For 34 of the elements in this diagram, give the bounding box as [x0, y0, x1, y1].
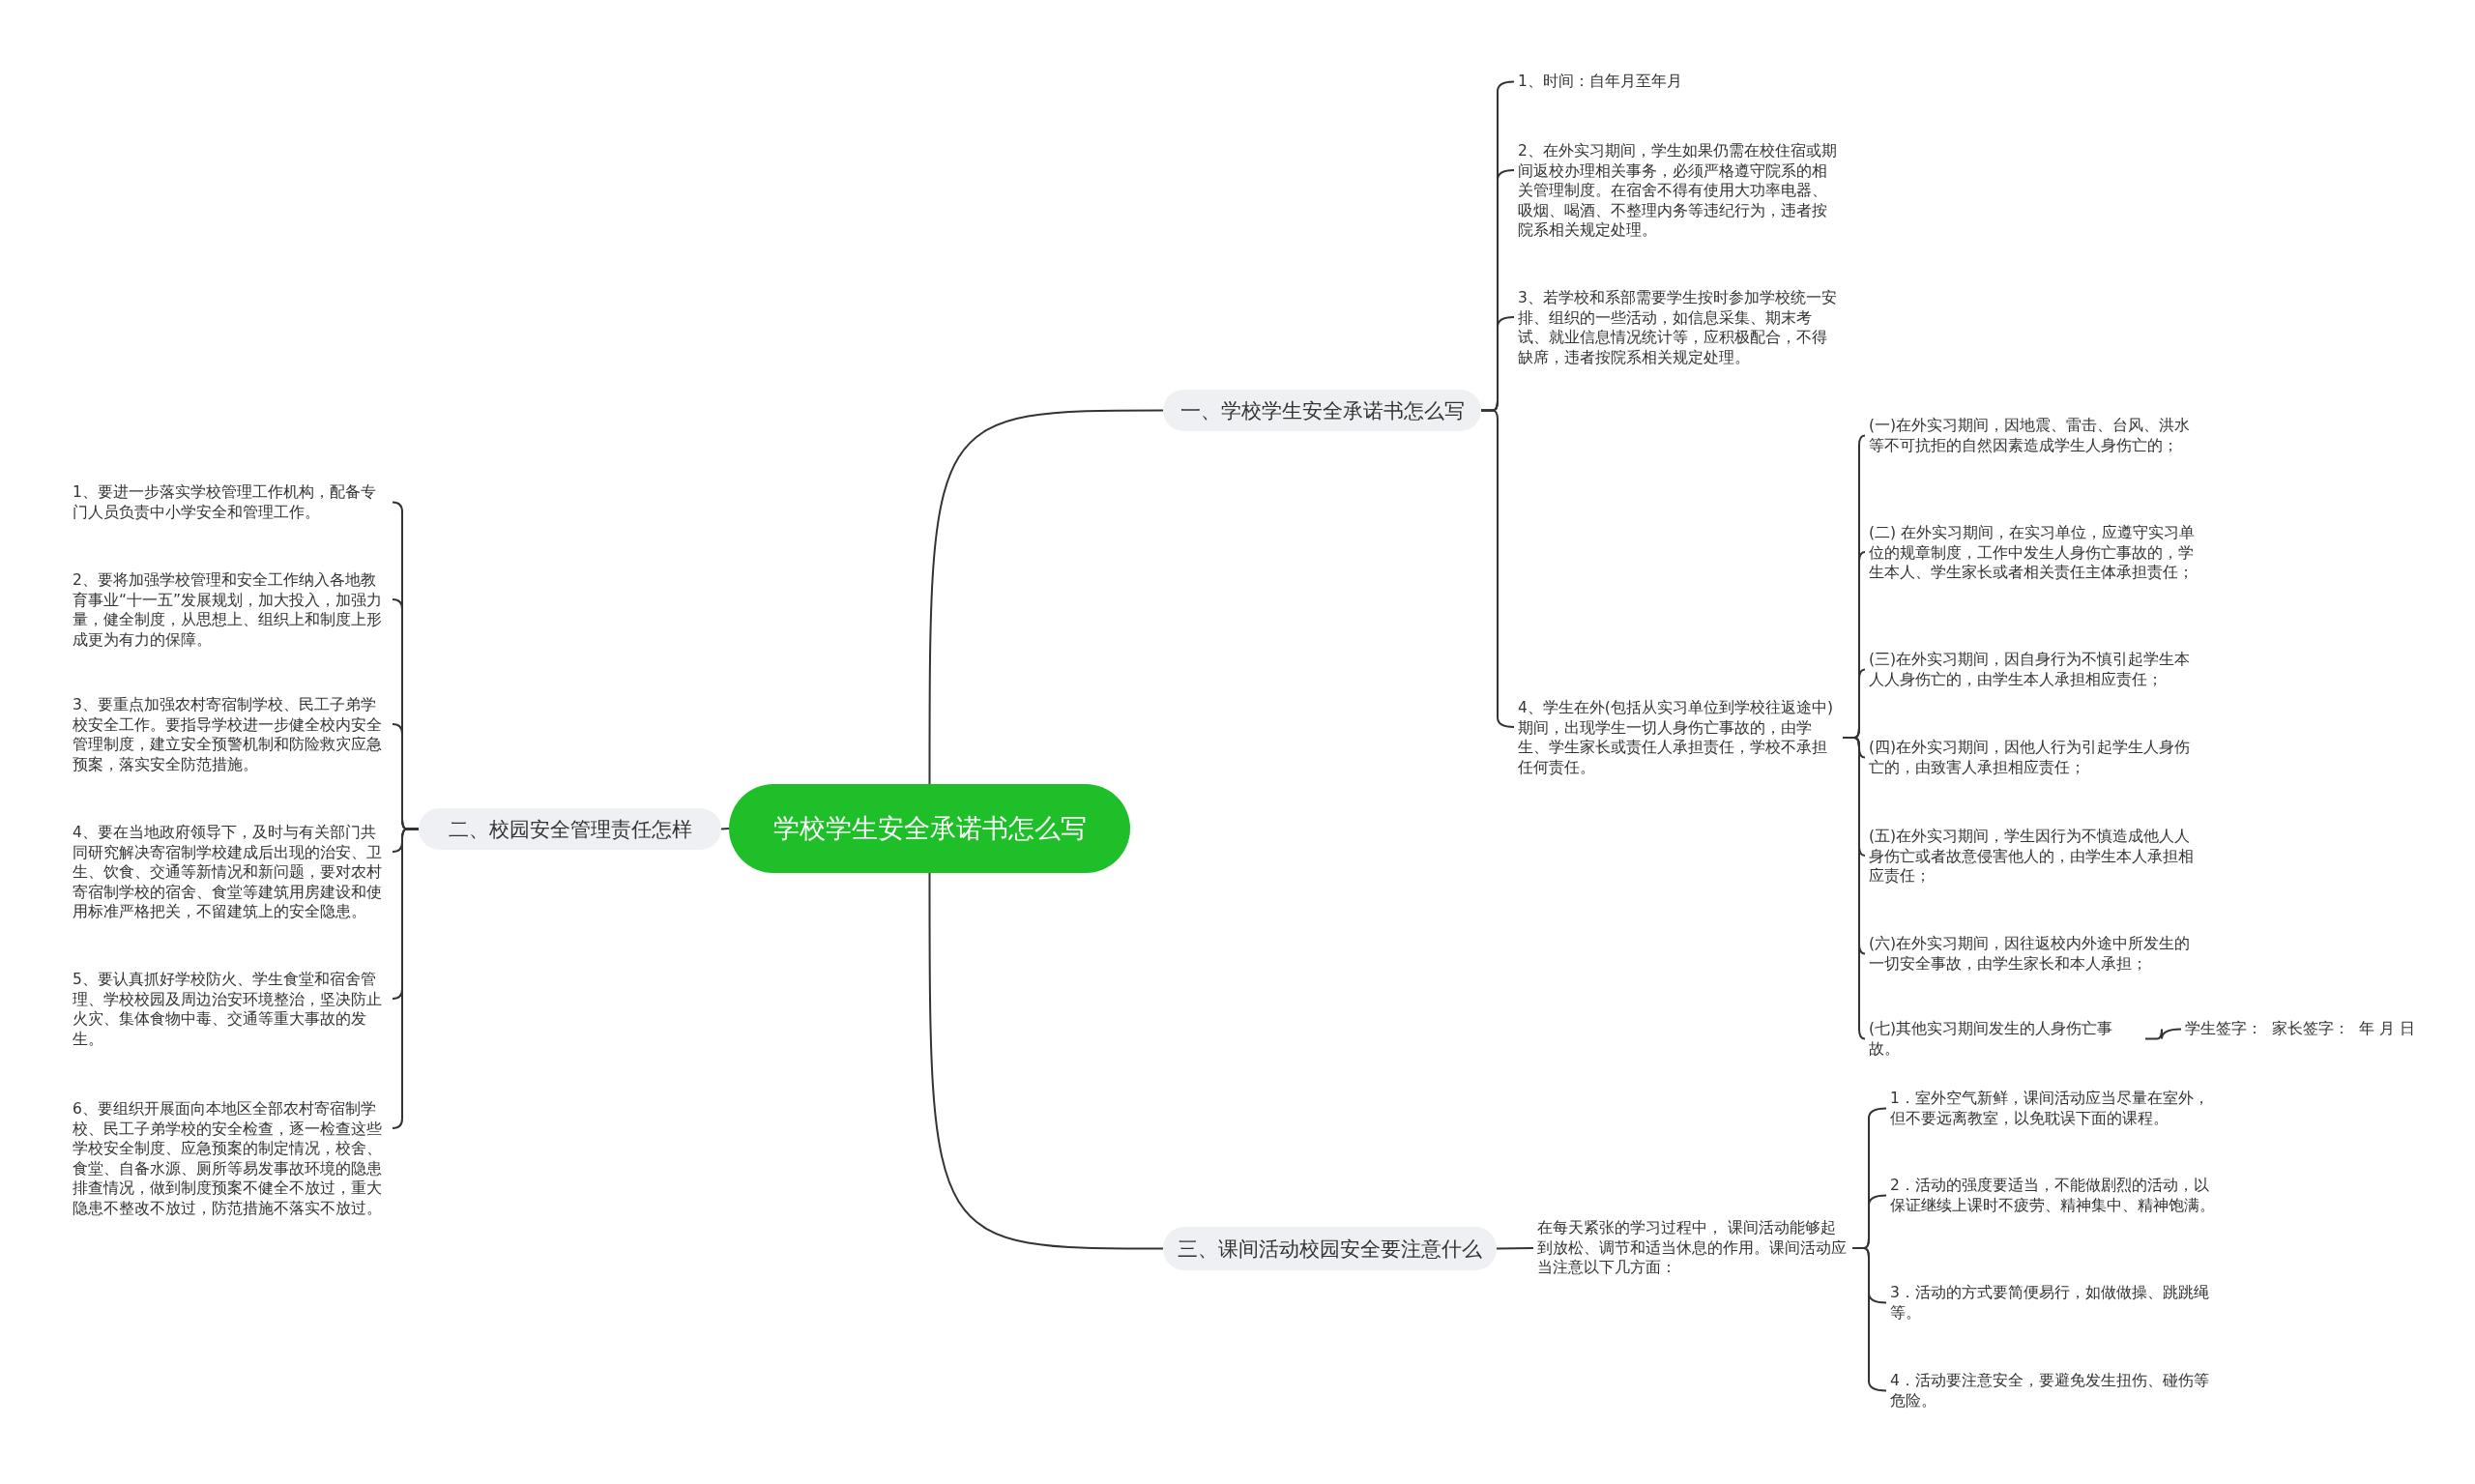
topic-text: 1、时间：自年月至年月 — [1514, 72, 1843, 92]
topic-text: 2．活动的强度要适当，不能做剧烈的活动，以保证继续上课时不疲劳、精神集中、精神饱满。 — [1886, 1176, 2225, 1215]
topic-text: 学生签字： 家长签字： 年 月 日 — [2181, 1019, 2423, 1039]
topic-text: 2、在外实习期间，学生如果仍需在校住宿或期间返校办理相关事务，必须严格遵守院系的相关管理制度。在宿舍不得有使用大功率电器、吸烟、喝酒、不整理内务等违纪行为，违者按院系相关规定处理。 — [1514, 141, 1843, 241]
branch-topic: 二、校园安全管理责任怎样 — [419, 808, 721, 850]
topic-text: 6、要组织开展面向本地区全部农村寄宿制学校、民工子弟学校的安全检查，逐一检查这些学校安全制度、应急预案的制定情况，校舍、食堂、自备水源、厕所等易发事故环境的隐患排查情况，做到制度预案不健全不放过，重大隐患不整改不放过，防范措施不落实不放过。 — [69, 1099, 393, 1218]
connector-line — [928, 872, 1164, 1250]
connector-line — [392, 828, 420, 1129]
topic-text: (三)在外实习期间，因自身行为不慎引起学生本人人身伤亡的，由学生本人承担相应责任； — [1865, 650, 2203, 689]
topic-text: (一)在外实习期间，因地震、雷击、台风、洪水等不可抗拒的自然因素造成学生人身伤亡的； — [1865, 416, 2203, 455]
topic-text: 4、学生在外(包括从实习单位到学校往返途中)期间，出现学生一切人身伤亡事故的，由学生、学生家长或责任人承担责任，学校不承担任何责任。 — [1514, 698, 1843, 777]
topic-text: 1．室外空气新鲜，课间活动应当尽量在室外，但不要远离教室，以免耽误下面的课程。 — [1886, 1089, 2225, 1128]
topic-text: (二) 在外实习期间，在实习单位，应遵守实习单位的规章制度，工作中发生人身伤亡事故的，学生本人、学生家长或者相关责任主体承担责任； — [1865, 523, 2203, 583]
branch-topic: 三、课间活动校园安全要注意什么 — [1163, 1227, 1497, 1270]
topic-text: (四)在外实习期间，因他人行为引起学生人身伤亡的，由致害人承担相应责任； — [1865, 738, 2203, 777]
central-topic: 学校学生安全承诺书怎么写 — [729, 784, 1130, 873]
topic-text: (六)在外实习期间，因往返校内外途中所发生的一切安全事故，由学生家长和本人承担； — [1865, 934, 2203, 974]
topic-text: 3、若学校和系部需要学生按时参加学校统一安排、组织的一些活动，如信息采集、期末考试、就业信息情况统计等，应积极配合，不得缺席，违者按院系相关规定处理。 — [1514, 288, 1843, 367]
connector-line — [2144, 1028, 2182, 1040]
connector-line — [1842, 737, 1866, 1040]
branch-topic: 一、学校学生安全承诺书怎么写 — [1163, 390, 1481, 431]
connector-line — [1496, 1247, 1534, 1250]
topic-text: (七)其他实习期间发生的人身伤亡事故。 — [1865, 1019, 2145, 1059]
topic-text: 3、要重点加强农村寄宿制学校、民工子弟学校安全工作。要指导学校进一步健全校内安全管理制度，建立安全预警机制和防险救灾应急预案，落实安全防范措施。 — [69, 695, 393, 774]
topic-text: 5、要认真抓好学校防火、学生食堂和宿舍管理、学校校园及周边治安环境整治，坚决防止火灾、集体食物中毒、交通等重大事故的发生。 — [69, 970, 393, 1049]
topic-text: 4、要在当地政府领导下，及时与有关部门共同研究解决寄宿制学校建成后出现的治安、卫生、饮食、交通等新情况和新问题，要对农村寄宿制学校的宿舍、食堂等建筑用房建设和使用标准严格把关，不留建筑上的安全隐患。 — [69, 823, 393, 922]
topic-text: 4．活动要注意安全，要避免发生扭伤、碰伤等危险。 — [1886, 1371, 2225, 1411]
topic-text: 1、要进一步落实学校管理工作机构，配备专门人员负责中小学安全和管理工作。 — [69, 482, 393, 522]
connector-line — [720, 828, 730, 830]
connector-line — [928, 409, 1164, 785]
topic-text: 2、要将加强学校管理和安全工作纳入各地教育事业“十一五”发展规划，加大投入，加强力量，健全制度，从思想上、组织上和制度上形成更为有力的保障。 — [69, 570, 393, 650]
topic-text: 3．活动的方式要简便易行，如做做操、跳跳绳等。 — [1886, 1283, 2225, 1323]
topic-text: (五)在外实习期间，学生因行为不慎造成他人人身伤亡或者故意侵害他人的，由学生本人承担相应责任； — [1865, 827, 2203, 887]
topic-text: 在每天紧张的学习过程中， 课间活动能够起到放松、调节和适当休息的作用。课间活动应当注意以下几方面： — [1533, 1218, 1852, 1278]
